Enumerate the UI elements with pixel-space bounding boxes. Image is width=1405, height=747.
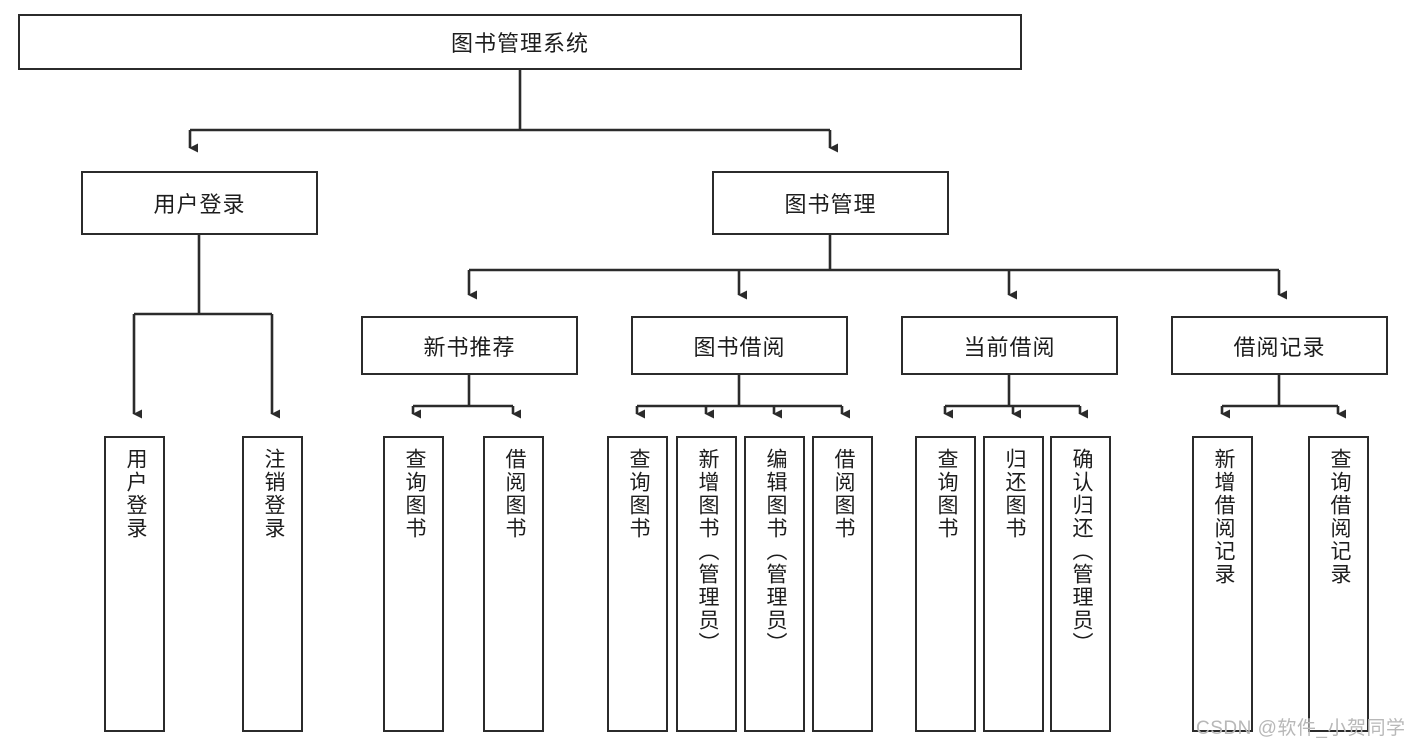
node-book-manage[interactable]: 图书管理 bbox=[712, 171, 949, 235]
node-new-book-rec-label: 新书推荐 bbox=[423, 334, 516, 360]
node-leaf-add-record[interactable]: 新增借阅记录 bbox=[1192, 436, 1253, 732]
node-leaf-user-login[interactable]: 用户登录 bbox=[104, 436, 165, 732]
node-leaf-query-book-current-label: 查询图书 bbox=[934, 448, 958, 540]
node-leaf-return-book[interactable]: 归还图书 bbox=[983, 436, 1044, 732]
node-leaf-edit-book[interactable]: 编辑图书（管理员） bbox=[744, 436, 805, 732]
node-leaf-confirm-return[interactable]: 确认归还（管理员） bbox=[1050, 436, 1111, 732]
node-leaf-query-book-rec[interactable]: 查询图书 bbox=[383, 436, 444, 732]
node-leaf-query-book-rec-label: 查询图书 bbox=[402, 448, 426, 540]
node-leaf-query-record[interactable]: 查询借阅记录 bbox=[1308, 436, 1369, 732]
node-current-borrow[interactable]: 当前借阅 bbox=[901, 316, 1118, 375]
node-new-book-rec[interactable]: 新书推荐 bbox=[361, 316, 578, 375]
node-leaf-add-record-label: 新增借阅记录 bbox=[1211, 448, 1235, 586]
node-borrow-record[interactable]: 借阅记录 bbox=[1171, 316, 1388, 375]
node-leaf-add-book-label: 新增图书（管理员） bbox=[695, 448, 719, 655]
node-leaf-edit-book-label: 编辑图书（管理员） bbox=[763, 448, 787, 655]
node-leaf-user-logout-label: 注销登录 bbox=[261, 448, 285, 540]
node-leaf-borrow-book-rec[interactable]: 借阅图书 bbox=[483, 436, 544, 732]
node-leaf-borrow-book-label: 借阅图书 bbox=[831, 448, 855, 540]
node-leaf-query-book-borrow-label: 查询图书 bbox=[626, 448, 650, 540]
node-leaf-borrow-book[interactable]: 借阅图书 bbox=[812, 436, 873, 732]
node-leaf-user-logout[interactable]: 注销登录 bbox=[242, 436, 303, 732]
node-leaf-query-record-label: 查询借阅记录 bbox=[1327, 448, 1351, 586]
node-borrow-record-label: 借阅记录 bbox=[1233, 334, 1326, 360]
node-book-manage-label: 图书管理 bbox=[784, 192, 877, 217]
node-leaf-borrow-book-rec-label: 借阅图书 bbox=[502, 448, 526, 540]
node-book-borrow[interactable]: 图书借阅 bbox=[631, 316, 848, 375]
node-user-login[interactable]: 用户登录 bbox=[81, 171, 318, 235]
node-leaf-user-login-label: 用户登录 bbox=[123, 448, 147, 540]
csdn-watermark: CSDN @软件_小贺同学 bbox=[1196, 718, 1405, 739]
node-leaf-return-book-label: 归还图书 bbox=[1002, 448, 1026, 540]
node-leaf-add-book[interactable]: 新增图书（管理员） bbox=[676, 436, 737, 732]
node-root[interactable]: 图书管理系统 bbox=[18, 14, 1022, 70]
node-current-borrow-label: 当前借阅 bbox=[963, 334, 1056, 360]
node-root-label: 图书管理系统 bbox=[450, 31, 589, 56]
node-leaf-query-book-current[interactable]: 查询图书 bbox=[915, 436, 976, 732]
node-leaf-confirm-return-label: 确认归还（管理员） bbox=[1069, 448, 1093, 655]
node-user-login-label: 用户登录 bbox=[153, 192, 246, 217]
node-leaf-query-book-borrow[interactable]: 查询图书 bbox=[607, 436, 668, 732]
node-book-borrow-label: 图书借阅 bbox=[693, 334, 786, 360]
